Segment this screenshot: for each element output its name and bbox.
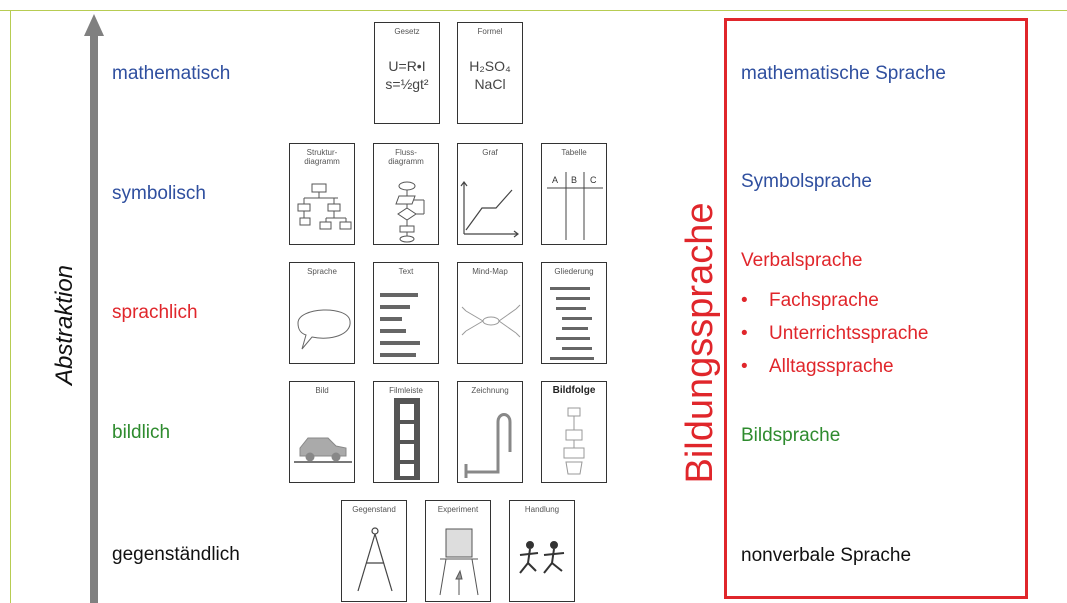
formula-text: U=R•I s=½gt² — [385, 58, 429, 92]
card-title: Graf — [482, 148, 498, 157]
car-picture-icon — [294, 437, 352, 463]
card-gliederung: Gliederung — [541, 262, 607, 364]
card-tabelle: Tabelle A B C — [541, 143, 607, 245]
card-title: Tabelle — [561, 148, 587, 157]
speech-bubble-icon — [297, 309, 351, 350]
card-filmleiste: Filmleiste — [373, 381, 439, 483]
card-zeichnung: Zeichnung — [457, 381, 523, 483]
card-bild: Bild — [289, 381, 355, 483]
card-strukturdiagramm: Struktur-diagramm — [289, 143, 355, 245]
card-title: Zeichnung — [471, 386, 509, 395]
bullet-alltagssprache: •Alltagssprache — [741, 356, 894, 377]
card-title: Experiment — [437, 505, 479, 514]
outline-icon — [550, 287, 594, 360]
card-experiment: Experiment — [425, 500, 491, 602]
mind-map-icon — [461, 304, 521, 338]
card-title: Struktur-diagramm — [304, 148, 340, 166]
table-icon — [547, 172, 603, 240]
picture-sequence-icon — [563, 407, 585, 475]
graph-icon — [460, 181, 519, 238]
card-text: Text — [373, 262, 439, 364]
structure-diagram-icon — [297, 183, 352, 230]
bullet-unterrichtssprache: •Unterrichtssprache — [741, 323, 929, 344]
film-strip-icon — [394, 398, 420, 480]
card-bildfolge: Bildfolge — [541, 381, 607, 483]
level-label-bildlich: bildlich — [112, 422, 171, 443]
compass-icon — [357, 527, 393, 592]
bildungssprache-box — [724, 18, 1028, 599]
card-gegenstand: Gegenstand — [341, 500, 407, 602]
text-lines-icon — [380, 293, 420, 357]
card-formel: Formel H₂SO₄ NaCl — [457, 22, 523, 124]
card-title: Filmleiste — [389, 386, 423, 395]
card-gesetz: Gesetz U=R•I s=½gt² — [374, 22, 440, 124]
lang-bildsprache: Bildsprache — [741, 425, 841, 446]
level-label-gegenstaendlich: gegenständlich — [112, 544, 240, 565]
level-label-symbolisch: symbolisch — [112, 183, 206, 204]
axis-label: Abstraktion — [51, 264, 78, 386]
card-title: Fluss-diagramm — [388, 148, 424, 166]
card-mind-map: Mind-Map — [457, 262, 523, 364]
lab-beaker-icon — [439, 528, 479, 596]
card-title: Bild — [315, 386, 329, 395]
frame-left-border — [10, 10, 11, 603]
flow-diagram-icon — [395, 181, 425, 243]
formula-text: H₂SO₄ NaCl — [469, 58, 511, 92]
axis-arrow-head-icon — [84, 14, 104, 36]
level-label-mathematisch: mathematisch — [112, 63, 231, 84]
frame-top-border — [0, 10, 1067, 11]
card-title: Bildfolge — [552, 385, 596, 396]
card-title: Handlung — [524, 505, 560, 514]
card-title: Gesetz — [394, 27, 420, 36]
lang-verbalsprache: Verbalsprache — [741, 250, 863, 271]
card-title: Text — [398, 267, 414, 276]
card-title: Gliederung — [554, 267, 594, 276]
lang-mathematische-sprache: mathematische Sprache — [741, 63, 946, 84]
card-flussdiagramm: Fluss-diagramm — [373, 143, 439, 245]
bullet-fachsprache: •Fachsprache — [741, 290, 879, 311]
drawing-tube-icon — [464, 413, 512, 478]
card-title: Gegenstand — [352, 505, 396, 514]
card-title: Sprache — [307, 267, 337, 276]
level-label-sprachlich: sprachlich — [112, 302, 198, 323]
card-title: Mind-Map — [472, 267, 508, 276]
panel-vertical-title: Bildungssprache — [679, 202, 721, 484]
lang-nonverbale-sprache: nonverbale Sprache — [741, 545, 912, 566]
running-people-icon — [519, 541, 565, 574]
card-graf: Graf — [457, 143, 523, 245]
lang-symbolsprache: Symbolsprache — [741, 171, 872, 192]
axis-arrow-line — [90, 34, 98, 603]
card-sprache: Sprache — [289, 262, 355, 364]
card-handlung: Handlung — [509, 500, 575, 602]
card-title: Formel — [477, 27, 503, 36]
